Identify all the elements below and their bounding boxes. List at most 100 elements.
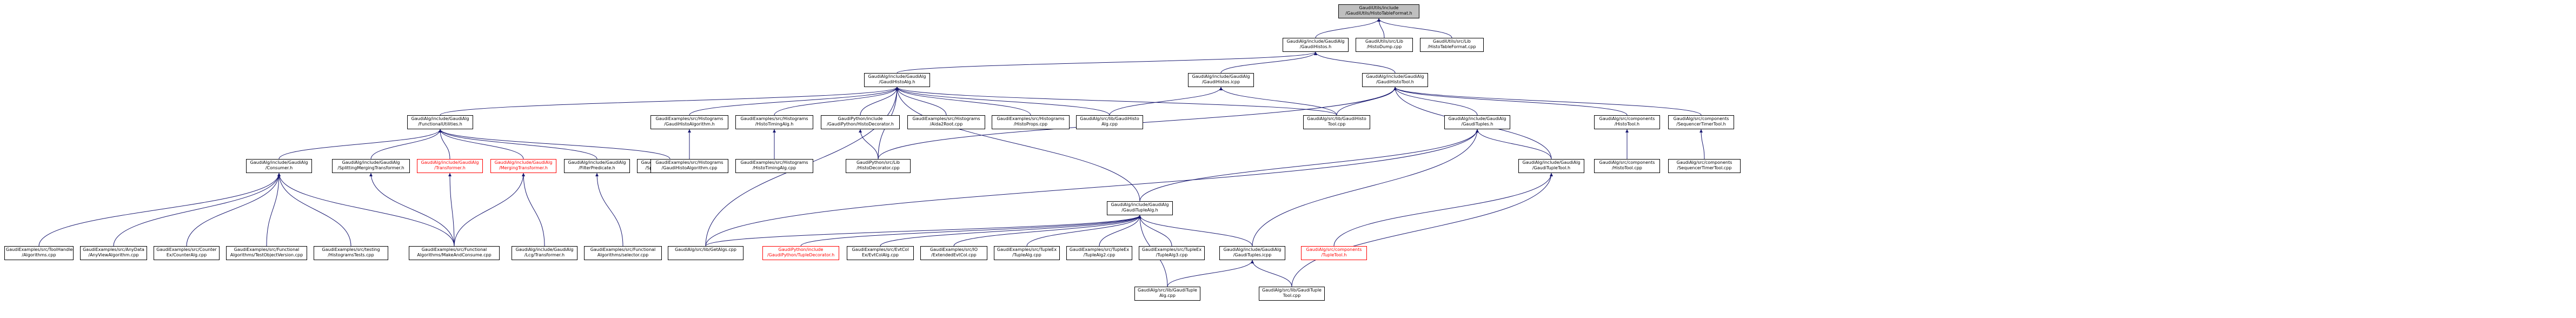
node-label-line: /HistogramsTests.cpp	[328, 253, 374, 257]
edge-mergingtransformer-to-ex_makeandconsume	[454, 173, 525, 247]
node-label-line: GaudiAlg/include/GaudiAlg	[1286, 39, 1345, 44]
edge-gaudihistotool-to-gaudituples	[1393, 87, 1478, 116]
node-label-line: GaudiExamples/src/TupleEx	[1141, 247, 1202, 252]
node-ex-histogramstests[interactable]: GaudiExamples/src/testing/HistogramsTest…	[314, 246, 388, 260]
edge-consumer-to-ex_testobjectversion	[266, 173, 281, 247]
node-lib-getalgs[interactable]: GaudiAlg/src/lib/GetAlgs.cpp	[668, 246, 743, 260]
node-ex-anydata[interactable]: GaudiExamples/src/AnyData/AnyViewAlgorit…	[80, 246, 147, 260]
node-ex-aida2root[interactable]: GaudiExamples/src/Histograms/Aida2Root.c…	[907, 115, 985, 129]
node-label-line: Algorithms/selector.cpp	[597, 253, 649, 257]
node-gaudituples-icpp[interactable]: GaudiAlg/include/GaudiAlg/GaudiTuples.ic…	[1219, 246, 1285, 260]
node-label-line: GaudiAlg/src/components	[1599, 116, 1655, 121]
node-label-line: GaudiAlg/src/lib/GaudiHisto	[1080, 116, 1139, 121]
node-label-line: GaudiExamples/src/Histograms	[655, 116, 723, 121]
node-label-line: GaudiAlg/include/GaudiAlg	[1111, 202, 1169, 207]
edge-gaudihistos-to-gaudihistoalg	[897, 51, 1317, 74]
node-label-line: /SequencerTimerTool.cpp	[1677, 165, 1732, 170]
node-gaudihistoalg[interactable]: GaudiAlg/include/GaudiAlg/GaudiHistoAlg.…	[864, 73, 930, 87]
edge-consumer-to-ex_anydata	[113, 173, 281, 247]
node-gaudihistosicpp[interactable]: GaudiAlg/include/GaudiAlg/GaudiHistos.ic…	[1188, 73, 1254, 87]
node-comp-sequencertimertool-h[interactable]: GaudiAlg/src/components/SequencerTimerTo…	[1668, 115, 1734, 129]
edge-functionalutilities-to-filterpredicate	[439, 129, 597, 160]
node-gaudihistos[interactable]: GaudiAlg/include/GaudiAlg/GaudiHistos.h	[1283, 38, 1349, 52]
node-label-line: GaudiAlg/include/GaudiAlg	[411, 116, 469, 121]
node-root[interactable]: GaudiUtils/include/GaudiUtils/HistoTable…	[1338, 4, 1419, 18]
edge-gaudituples-to-gauditupletool	[1476, 129, 1552, 160]
node-label-line: GaudiPython/src/Lib	[856, 160, 900, 165]
node-ex-tuplealg3[interactable]: GaudiExamples/src/TupleEx/TupleAlg3.cpp	[1139, 246, 1205, 260]
node-label-line: /HistoDecorator.cpp	[857, 165, 900, 170]
node-label-line: GaudiExamples/src/ToolHandles	[6, 247, 74, 252]
node-label-line: Alg.cpp	[1101, 122, 1118, 127]
edge-gaudihistoalg-to-ex_histoprops	[895, 87, 1031, 116]
edge-gaudihistoalg-to-lib_gaudihistotool	[895, 87, 1337, 116]
edge-gaudihistotool-to-lib_gaudihistotool	[1336, 87, 1397, 116]
edge-comp_sequencertimertool_h-to-comp_sequencertimertool_cpp	[1699, 129, 1705, 160]
node-ex-toolhandles[interactable]: GaudiExamples/src/ToolHandles/Algorithms…	[4, 246, 74, 260]
node-comp-sequencertimertool-cpp[interactable]: GaudiAlg/src/components/SequencerTimerTo…	[1668, 159, 1741, 173]
edge-gaudituplealg-to-gp_tupledecorator	[800, 215, 1141, 247]
node-label-line: /Algorithms.cpp	[22, 253, 56, 257]
node-gauditupletool[interactable]: GaudiAlg/include/GaudiAlg/GaudiTupleTool…	[1518, 159, 1584, 173]
node-label-line: GaudiAlg/include/GaudiAlg	[1448, 116, 1506, 121]
node-ex-tuplealg[interactable]: GaudiExamples/src/TupleEx/TupleAlg.cpp	[994, 246, 1060, 260]
node-gaudihistotool[interactable]: GaudiAlg/include/GaudiAlg/GaudiHistoTool…	[1362, 73, 1428, 87]
node-ex-tuplealg2[interactable]: GaudiExamples/src/TupleEx/TupleAlg2.cpp	[1066, 246, 1132, 260]
edge-root-to-gaudihistos	[1315, 18, 1380, 38]
edge-gaudituples-to-lib_getalgs	[705, 129, 1479, 247]
node-functionalutilities[interactable]: GaudiAlg/include/GaudiAlg/FunctionalUtil…	[407, 115, 473, 129]
edge-gaudihistos-to-gaudihistotool	[1314, 51, 1396, 74]
node-gp-tupledecorator[interactable]: GaudiPython/include/GaudiPython/TupleDec…	[762, 246, 839, 260]
node-gp-histodecorator[interactable]: GaudiPython/include/GaudiPython/HistoDec…	[821, 115, 900, 129]
edge-gaudihistoalg-to-ex_histotimingalg	[774, 87, 899, 116]
node-ex-histoprops[interactable]: GaudiExamples/src/Histograms/HistoProps.…	[992, 115, 1070, 129]
edge-gp_histodecorator-to-gp_histodecorator_cpp	[859, 129, 879, 160]
edge-transformer-to-ex_makeandconsume	[448, 173, 455, 247]
edge-consumer-to-ex_counterex	[186, 173, 281, 247]
node-label-line: /MergingTransformer.h	[499, 165, 548, 170]
node-gp-histodecorator-cpp[interactable]: GaudiPython/src/Lib/HistoDecorator.cpp	[846, 159, 911, 173]
node-label-line: Alg.cpp	[1159, 293, 1176, 298]
node-label-line: /GaudiUtils/HistoTableFormat.h	[1345, 11, 1412, 16]
node-ex-histotimingalg[interactable]: GaudiExamples/src/Histograms/HistoTiming…	[735, 115, 813, 129]
node-label-line: /TupleAlg.cpp	[1012, 253, 1041, 257]
node-ex-gaudihistoalgorithm-cpp[interactable]: GaudiExamples/src/Histograms/GaudiHistoA…	[650, 159, 728, 173]
node-histodump[interactable]: GaudiUtils/src/Lib/HistoDump.cpp	[1356, 38, 1413, 52]
node-filterpredicate[interactable]: GaudiAlg/include/GaudiAlg/FilterPredicat…	[564, 159, 630, 173]
node-label-line: /AnyViewAlgorithm.cpp	[88, 253, 139, 257]
node-gaudituplealg[interactable]: GaudiAlg/include/GaudiAlg/GaudiTupleAlg.…	[1107, 201, 1173, 215]
node-label-line: GaudiAlg/include/GaudiAlg	[1192, 74, 1250, 79]
node-label-line: /SplittingMergingTransformer.h	[337, 165, 404, 170]
node-comp-histotool-cpp[interactable]: GaudiAlg/src/components/HistoTool.cpp	[1594, 159, 1660, 173]
node-ex-gaudihistoalgorithm[interactable]: GaudiExamples/src/Histograms/GaudiHistoA…	[650, 115, 728, 129]
node-lcg-transformer[interactable]: GaudiAlg/include/GaudiAlg/Lcg/Transforme…	[512, 246, 577, 260]
node-consumer[interactable]: GaudiAlg/include/GaudiAlg/Consumer.h	[246, 159, 312, 173]
node-comp-histotool-h[interactable]: GaudiAlg/src/components/HistoTool.h	[1594, 115, 1660, 129]
node-ex-extendedevtcol[interactable]: GaudiExamples/src/IO/ExtendedEvtCol.cpp	[920, 246, 987, 260]
edge-gaudituplealg-to-ex_tuplealg	[1026, 215, 1141, 247]
edge-functionalutilities-to-consumer	[278, 129, 442, 160]
edge-gaudituples-to-gaudituples_icpp	[1252, 129, 1479, 247]
node-gaudituples[interactable]: GaudiAlg/include/GaudiAlg/GaudiTuples.h	[1444, 115, 1510, 129]
node-label-line: GaudiExamples/src/EvtCol	[852, 247, 909, 252]
node-ex-histotimingalg-cpp[interactable]: GaudiExamples/src/Histograms/HistoTiming…	[735, 159, 813, 173]
node-label-line: /GaudiHistoAlgorithm.h	[664, 122, 715, 127]
node-label-line: /ExtendedEvtCol.cpp	[931, 253, 977, 257]
node-histotableformat[interactable]: GaudiUtils/src/Lib/HistoTableFormat.cpp	[1420, 38, 1484, 52]
node-label-line: GaudiAlg/src/components	[1673, 116, 1729, 121]
node-comp-tupletool[interactable]: GaudiAlg/src/components/TupleTool.h	[1301, 246, 1367, 260]
node-label-line: GaudiAlg/include/GaudiAlg	[568, 160, 626, 165]
node-transformer[interactable]: GaudiAlg/include/GaudiAlg/Transformer.h	[417, 159, 483, 173]
node-splittingmergingtransformer[interactable]: GaudiAlg/include/GaudiAlg/SplittingMergi…	[332, 159, 410, 173]
node-label-line: GaudiPython/include	[778, 247, 824, 252]
node-mergingtransformer[interactable]: GaudiAlg/include/GaudiAlg/MergingTransfo…	[490, 159, 556, 173]
